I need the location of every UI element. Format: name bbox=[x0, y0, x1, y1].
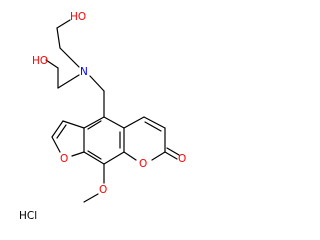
bond-benz-6 bbox=[83, 116, 105, 129]
atom-pyranone-oxygen: O bbox=[139, 158, 147, 170]
bond-benz-3 bbox=[103, 151, 125, 165]
bond-benz-4 bbox=[83, 151, 105, 165]
bond-benz-1 bbox=[103, 116, 125, 129]
bond-carbonyl-2 bbox=[166, 147, 180, 156]
atom-ho-top: HO bbox=[70, 11, 86, 23]
bond-benz-inner-3 bbox=[87, 120, 102, 130]
bond-furan-4 bbox=[71, 151, 85, 157]
bond-ho-top-c bbox=[56, 19, 71, 29]
bond-methoxy-2 bbox=[83, 193, 99, 203]
atom-methoxy-oxygen: O bbox=[99, 184, 107, 196]
atom-nitrogen: N bbox=[80, 66, 88, 78]
bond-pyr-4 bbox=[151, 151, 166, 161]
atom-furan-oxygen: O bbox=[60, 153, 68, 165]
bond-furan-2 bbox=[51, 120, 64, 138]
atom-carbonyl-oxygen: O bbox=[178, 153, 186, 165]
bond-furan-2b bbox=[56, 124, 67, 139]
bond-pyr-1 bbox=[123, 116, 145, 129]
salt-label: HCl bbox=[19, 210, 37, 222]
bond-pyr-2 bbox=[143, 116, 166, 129]
atom-ho-left: HO bbox=[32, 55, 48, 67]
bond-furan-3 bbox=[51, 136, 61, 153]
bond-pyr-5 bbox=[123, 151, 137, 161]
bond-ho-left-c bbox=[45, 59, 59, 69]
structure-diagram: HO HO N O O O O HCl bbox=[19, 11, 186, 222]
bond-c-c-top bbox=[56, 27, 61, 49]
bond-furan-1 bbox=[62, 120, 85, 129]
bond-carbonyl-1 bbox=[164, 151, 178, 160]
bond-n-ch2 bbox=[89, 75, 105, 92]
bond-benz-inner-2 bbox=[87, 150, 102, 160]
bond-c-n-top bbox=[59, 47, 80, 68]
bond-c-n-left bbox=[57, 74, 80, 89]
bond-pyr-2b bbox=[144, 121, 162, 132]
